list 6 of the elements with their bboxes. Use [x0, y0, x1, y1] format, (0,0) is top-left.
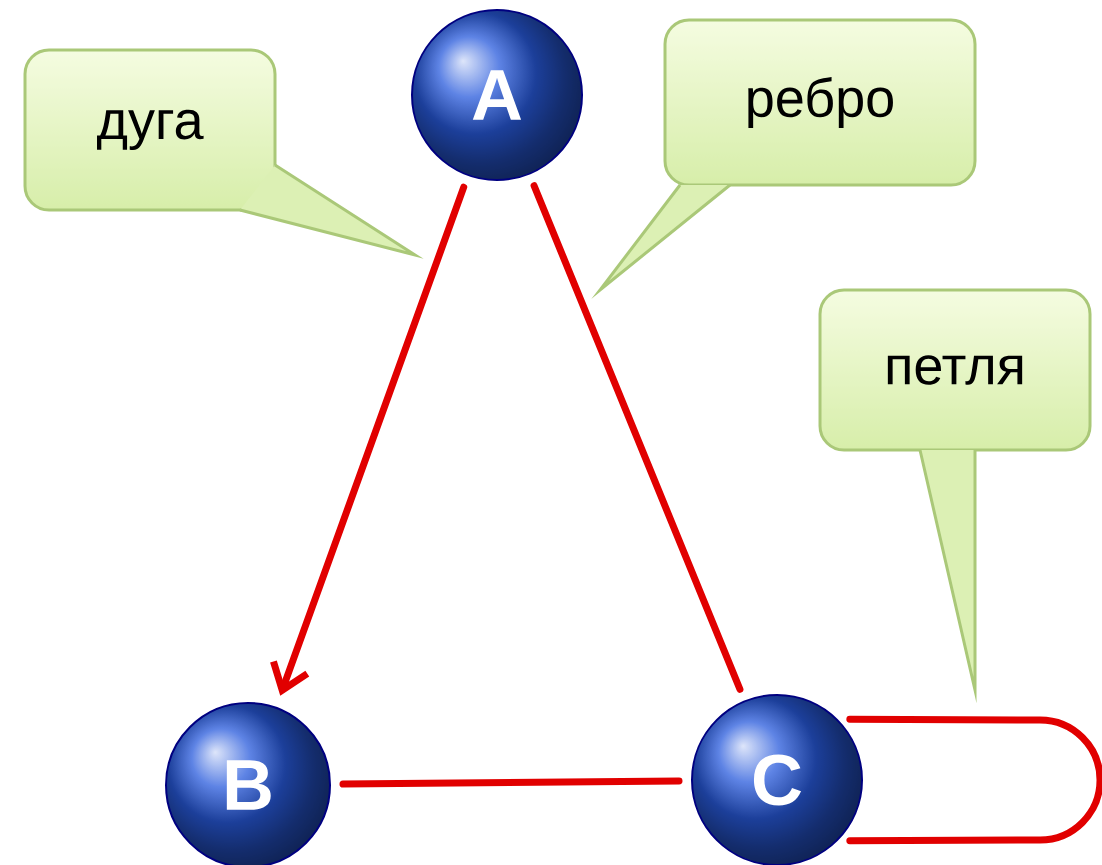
arrow — [270, 183, 468, 696]
callout-bubble: ребро — [591, 18, 977, 299]
callout-bubble: дуга — [23, 48, 424, 259]
loop-line — [846, 715, 1102, 845]
edge-line — [339, 777, 683, 788]
edge-line — [530, 182, 744, 693]
